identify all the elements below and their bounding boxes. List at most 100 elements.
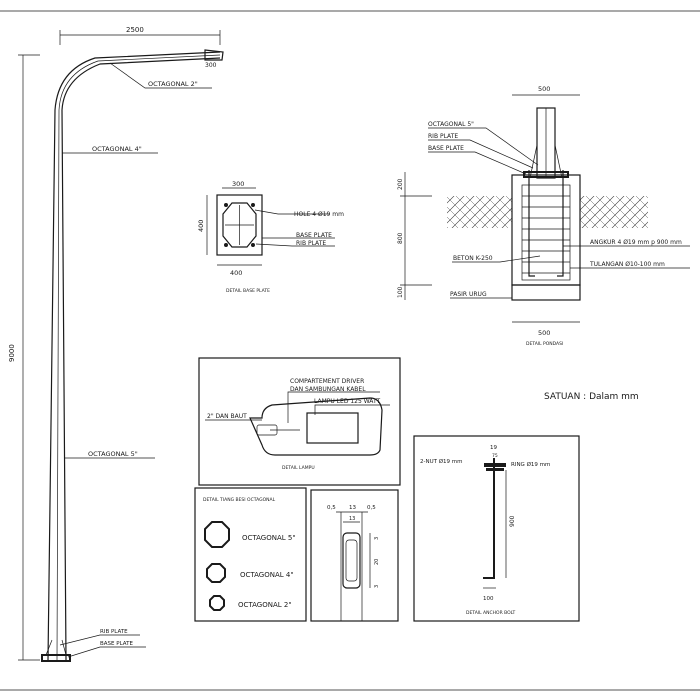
fnd-leader-rib bbox=[428, 139, 534, 169]
anchor-bolt-dim-length: 900 bbox=[509, 515, 516, 527]
pole-label-octagonal-4: OCTAGONAL 4" bbox=[92, 145, 142, 153]
anchor-bolt-label-nut: 2-NUT Ø19 mm bbox=[420, 458, 463, 465]
pole-lamp-head bbox=[204, 49, 224, 61]
rib-dim-right: 0,5 bbox=[367, 505, 376, 511]
anchor-bolt-left bbox=[528, 170, 535, 277]
pole-label-octagonal-5: OCTAGONAL 5" bbox=[88, 450, 138, 458]
octagonal-item-4: OCTAGONAL 4" bbox=[240, 571, 294, 579]
pole-outline-left bbox=[47, 51, 221, 661]
rib-dim-mid: 13 bbox=[349, 505, 356, 511]
base-plate-square bbox=[216, 194, 263, 256]
base-plate-octagon bbox=[222, 202, 257, 248]
base-plate-dim-side: 400 bbox=[197, 220, 205, 232]
pole-label-rib-plate: RIB PLATE bbox=[100, 629, 128, 635]
octagon-4-section bbox=[206, 563, 226, 583]
octagon-2-section bbox=[209, 595, 225, 611]
lamp-detail: COMPARTEMENT DRIVER DAN SAMBUNGAN KABEL … bbox=[198, 357, 401, 486]
foundation-dim-100: 100 bbox=[397, 286, 404, 298]
rib-slot-inner bbox=[345, 539, 358, 582]
base-plate-detail: 300 400 400 HOLE 4 Ø19 mm BASE PLATE RIB… bbox=[197, 180, 344, 294]
pole-outline-right bbox=[61, 57, 221, 661]
octagonal-detail-title: DETAIL TIANG BESI OCTAGONAL bbox=[203, 497, 276, 503]
pole-base-plate bbox=[41, 654, 71, 662]
pole-tip-dimension: 300 bbox=[205, 62, 217, 69]
octagonal-detail-frame bbox=[194, 487, 307, 622]
rebar-cage bbox=[521, 184, 571, 281]
foundation-label-tulangan: TULANGAN Ø10-100 mm bbox=[589, 261, 665, 268]
pole-label-base-plate: BASE PLATE bbox=[100, 641, 133, 647]
bolt-hole bbox=[251, 243, 255, 247]
base-plate-label-rib-plate: RIB PLATE bbox=[296, 240, 326, 247]
foundation-caption: DETAIL PONDASI bbox=[526, 341, 563, 347]
rebar-stirrups bbox=[522, 195, 570, 274]
foundation-label-base-plate: BASE PLATE bbox=[428, 145, 464, 152]
bp-leader-rib-plate bbox=[255, 243, 335, 247]
pole-width-dimension: 2500 bbox=[126, 26, 144, 34]
leader-base-plate bbox=[67, 646, 146, 658]
fnd-leader-beton bbox=[452, 255, 541, 263]
soil-hatch-right bbox=[580, 196, 648, 228]
lamp-label-compartment-2: DAN SAMBUNGAN KABEL bbox=[290, 386, 366, 393]
stub-base-plate bbox=[523, 171, 569, 178]
sand-layer bbox=[511, 284, 581, 301]
lamp-label-led: LAMPU LED 125 WATT bbox=[314, 398, 381, 405]
anchor-bolt-rod bbox=[483, 458, 495, 579]
lamp-housing bbox=[249, 397, 383, 456]
pole-elevation: 2500 300 9000 OCTAGONAL 2" OCTAGONAL 4" … bbox=[8, 26, 224, 662]
foundation-dim-200: 200 bbox=[397, 178, 404, 190]
foundation-label-rib-plate: RIB PLATE bbox=[428, 133, 458, 140]
anchor-bolt-right bbox=[557, 170, 564, 277]
foundation-label-pasir: PASIR URUG bbox=[450, 291, 487, 298]
anchor-bolt-frame bbox=[413, 435, 580, 622]
leader-rib-plate bbox=[59, 634, 140, 646]
bolt-hole bbox=[224, 243, 228, 247]
rib-dim-sub: 13 bbox=[349, 516, 355, 522]
anchor-bolt-caption: DETAIL ANCHOR BOLT bbox=[466, 610, 516, 616]
rib-dim-side-a: 3 bbox=[374, 537, 380, 540]
pole-rib-plate bbox=[45, 639, 67, 656]
led-panel bbox=[306, 412, 359, 444]
pole-height-dimension: 9000 bbox=[8, 344, 16, 362]
rib-section-frame bbox=[310, 489, 399, 622]
lamp-detail-frame bbox=[198, 357, 401, 486]
base-plate-label-hole: HOLE 4 Ø19 mm bbox=[294, 211, 344, 218]
anchor-bolt-dim-hook: 100 bbox=[483, 596, 494, 602]
foundation-label-beton: BETON K-250 bbox=[453, 255, 493, 262]
base-plate-dim-bottom: 400 bbox=[230, 269, 242, 277]
bp-leader-hole bbox=[254, 209, 330, 215]
octagon-5-section bbox=[204, 521, 230, 548]
lamp-leader-compartment bbox=[287, 391, 380, 423]
fnd-leader-octagonal bbox=[428, 127, 539, 166]
foundation-dim-800: 800 bbox=[397, 232, 404, 244]
rib-dim-left: 0,5 bbox=[327, 505, 336, 511]
foundation-label-angkur: ANGKUR 4 Ø19 mm p 900 mm bbox=[590, 239, 682, 246]
soil-hatch-left bbox=[447, 196, 512, 228]
anchor-bolt-detail: 19 75 2-NUT Ø19 mm RING Ø19 mm 900 100 D… bbox=[413, 435, 580, 622]
anchor-bolt-label-ring: RING Ø19 mm bbox=[511, 461, 550, 468]
fnd-leader-base bbox=[428, 151, 527, 175]
bolt-hole bbox=[224, 203, 228, 207]
lamp-label-compartment-1: COMPARTEMENT DRIVER bbox=[290, 378, 364, 385]
anchor-bolt-dim-sub: 75 bbox=[492, 453, 498, 459]
base-plate-caption: DETAIL BASE PLATE bbox=[226, 288, 270, 294]
pole-label-octagonal-2: OCTAGONAL 2" bbox=[148, 80, 198, 88]
lamp-leader-led bbox=[314, 404, 390, 415]
foundation-label-octagonal-5: OCTAGONAL 5" bbox=[428, 121, 474, 128]
anchor-bolt-dim-top: 19 bbox=[490, 445, 497, 451]
units-note: SATUAN : Dalam mm bbox=[544, 392, 639, 402]
bolt-hole bbox=[251, 203, 255, 207]
octagonal-item-2: OCTAGONAL 2" bbox=[238, 601, 292, 609]
foundation-dim-top: 500 bbox=[538, 85, 550, 93]
base-plate-dim-top: 300 bbox=[232, 180, 244, 188]
rib-dim-side-c: 3 bbox=[374, 585, 380, 588]
lamp-label-bolt: 2" DAN BAUT bbox=[207, 413, 247, 420]
rib-slot bbox=[342, 532, 361, 589]
rib-section-detail: 0,5 13 0,5 13 3 20 3 bbox=[310, 489, 399, 622]
foundation-detail: 500 500 DETAIL PONDASI 200 800 100 OCTAG… bbox=[397, 85, 690, 347]
foundation-dim-bottom: 500 bbox=[538, 329, 550, 337]
octagonal-item-5: OCTAGONAL 5" bbox=[242, 534, 296, 542]
base-plate-label-base-plate: BASE PLATE bbox=[296, 232, 332, 239]
leader-octagonal-2 bbox=[109, 62, 212, 89]
octagonal-detail: DETAIL TIANG BESI OCTAGONAL OCTAGONAL 5"… bbox=[194, 487, 307, 622]
